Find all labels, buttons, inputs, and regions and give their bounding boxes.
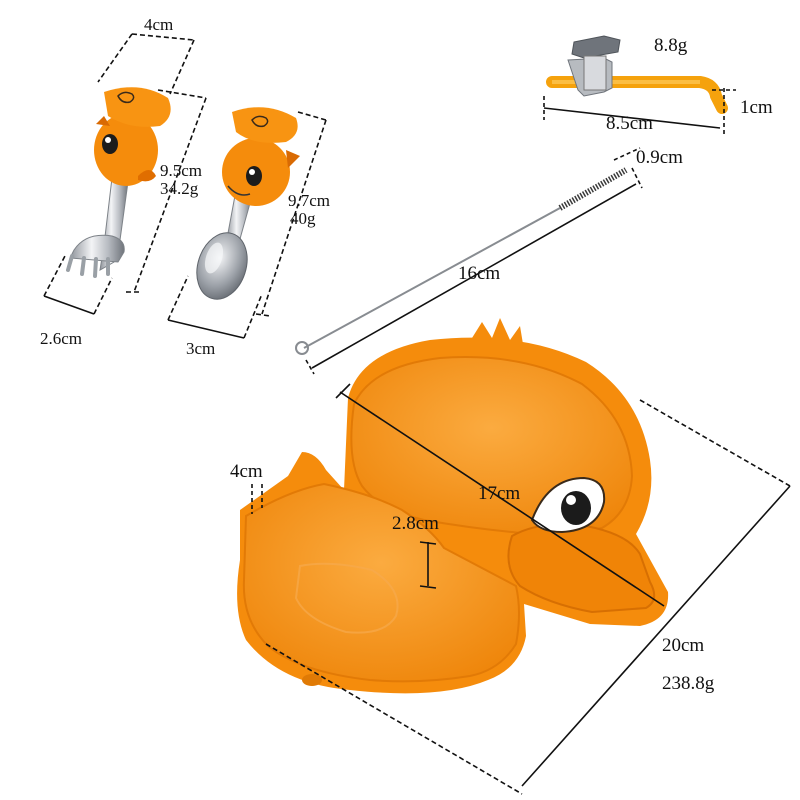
- plate-illustration: [237, 318, 669, 694]
- fork-tine-width-label: 2.6cm: [40, 329, 83, 348]
- straw-weight-label: 8.8g: [654, 35, 688, 56]
- spoon-bowl-width-label: 3cm: [186, 339, 216, 358]
- spoon-weight-label: 40g: [290, 209, 316, 228]
- dimension-lines: [43, 33, 791, 795]
- straw-illustration: [546, 35, 728, 114]
- fork-width-label: 4cm: [144, 15, 174, 34]
- plate-height-label: 4cm: [230, 461, 263, 482]
- plate-weight-label: 238.8g: [662, 673, 715, 694]
- straw-diameter-label: 1cm: [740, 97, 773, 118]
- spoon-illustration: [196, 107, 300, 300]
- fork-illustration: [66, 87, 171, 278]
- plate-compartment-depth-label: 2.8cm: [392, 513, 439, 534]
- fork-weight-label: 34.2g: [160, 179, 199, 198]
- brush-length-label: 16cm: [458, 263, 501, 284]
- brush-illustration: [295, 167, 628, 355]
- brush-diameter-label: 0.9cm: [636, 147, 683, 168]
- fork-length-label: 9.5cm: [160, 161, 203, 180]
- spoon-length-label: 9.7cm: [288, 191, 331, 210]
- plate-diameter-label: 17cm: [478, 483, 521, 504]
- straw-length-label: 8.5cm: [606, 113, 653, 134]
- plate-length-label: 20cm: [662, 635, 705, 656]
